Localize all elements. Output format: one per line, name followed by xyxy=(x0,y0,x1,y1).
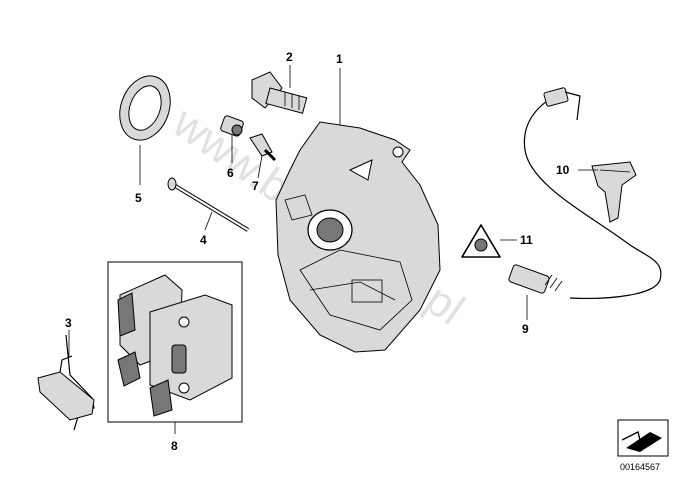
callout-9[interactable]: 9 xyxy=(522,322,529,336)
diagram-number: 00164567 xyxy=(620,462,660,472)
leader-4 xyxy=(204,211,213,231)
callout-1[interactable]: 1 xyxy=(336,52,343,66)
part-caliper-housing[interactable] xyxy=(275,121,441,353)
part-brake-pads[interactable] xyxy=(117,274,233,417)
callout-8[interactable]: 8 xyxy=(171,439,178,453)
part-warning-label[interactable] xyxy=(461,224,501,258)
callout-11[interactable]: 11 xyxy=(520,233,533,247)
callout-2[interactable]: 2 xyxy=(286,50,293,64)
part-guide-pin[interactable] xyxy=(167,177,250,232)
part-wear-sensor[interactable] xyxy=(508,87,662,299)
callout-4[interactable]: 4 xyxy=(200,233,207,247)
leader-7 xyxy=(257,155,263,179)
part-seal-ring[interactable] xyxy=(111,69,179,147)
part-bleeder-cap[interactable] xyxy=(220,115,244,137)
callout-3[interactable]: 3 xyxy=(65,316,72,330)
part-bleeder-screw[interactable] xyxy=(249,133,277,162)
part-sensor-clip[interactable] xyxy=(591,161,637,223)
diagram-reference-icon xyxy=(617,419,669,457)
part-retaining-spring[interactable] xyxy=(37,334,95,431)
callout-6[interactable]: 6 xyxy=(227,166,234,180)
part-bolt[interactable] xyxy=(251,71,308,114)
callout-7[interactable]: 7 xyxy=(252,179,259,193)
callout-5[interactable]: 5 xyxy=(135,191,142,205)
callout-10[interactable]: 10 xyxy=(556,163,570,177)
